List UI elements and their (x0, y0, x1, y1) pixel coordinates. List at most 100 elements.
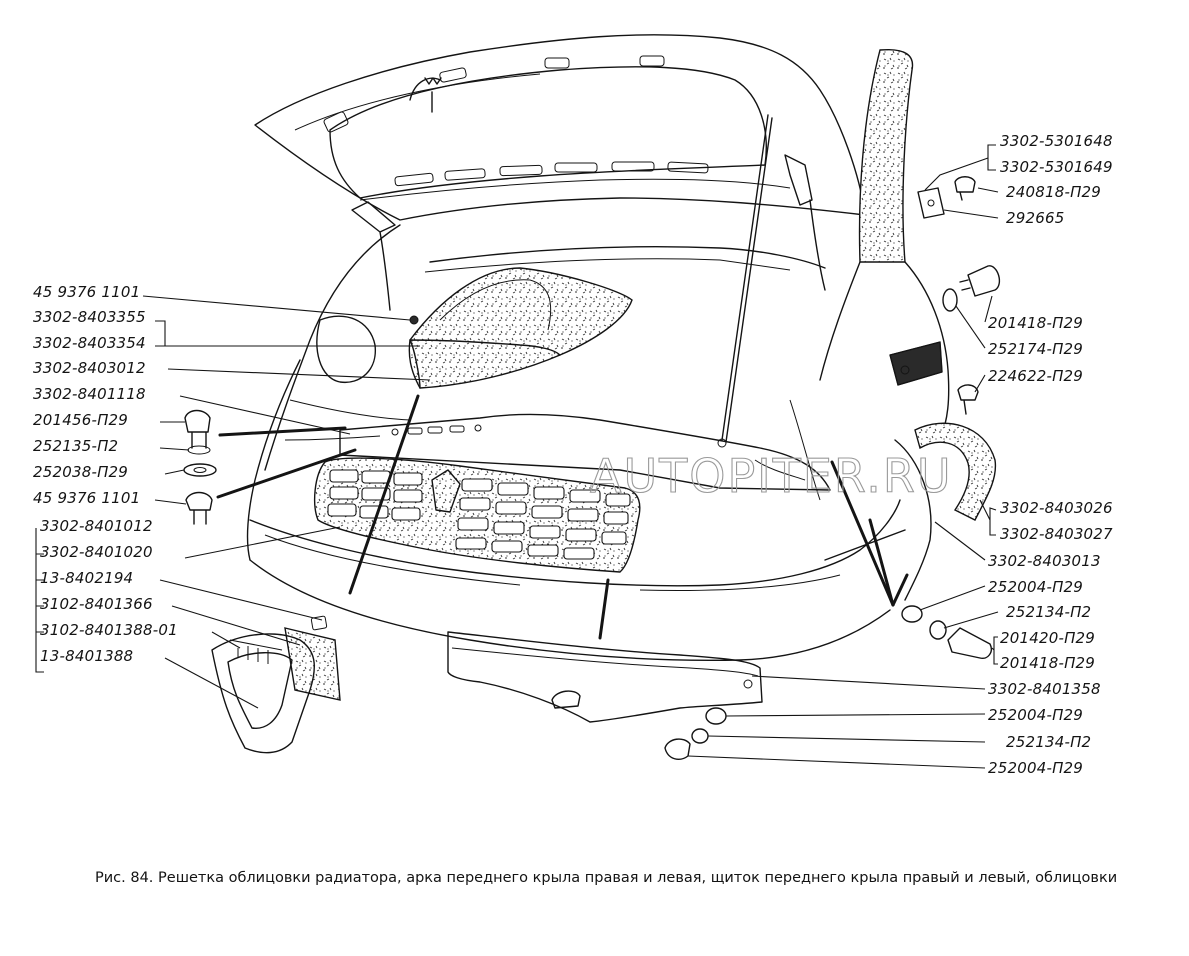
callout-right-11: 252134-П2 (1006, 603, 1091, 621)
air-duct-face (409, 339, 561, 389)
headlamp-housing-group (211, 615, 341, 754)
lower-front-panel (447, 631, 763, 723)
callout-right-6: 224622-П29 (988, 367, 1083, 385)
washer-252004-mid (705, 707, 727, 725)
hood-prop-rod (721, 114, 773, 443)
sidemember-right (754, 399, 821, 501)
callout-left-11: 13-8402194 (40, 569, 133, 587)
hood-hinge-right (784, 154, 826, 291)
left-inner-panel (284, 399, 411, 441)
callout-right-3: 292665 (1006, 209, 1064, 227)
callout-left-9: 3302-8401012 (40, 517, 153, 535)
callout-right-10: 252004-П29 (988, 578, 1083, 596)
lower-panel-clip (551, 690, 581, 709)
pointer-arrows (216, 394, 909, 640)
hood-outline (254, 34, 866, 221)
hood-latch-spring (409, 77, 442, 113)
callout-left-8: 45 9376 1101 (33, 489, 140, 507)
lower-panel-crease (451, 647, 759, 677)
callout-left-1: 3302-8403355 (33, 308, 146, 326)
washer-252135 (187, 445, 211, 455)
callout-right-7: 3302-8403026 (1000, 499, 1113, 517)
bolt-459376-upper (409, 315, 419, 325)
fender-bracket-outline (889, 341, 943, 386)
front-body-lower (249, 499, 901, 587)
callout-right-8: 3302-8403027 (1000, 525, 1113, 543)
clip-292665 (917, 187, 945, 219)
washer-252004-right (901, 605, 923, 623)
radiator-grille (313, 457, 641, 573)
prop-rod-foot (717, 438, 727, 448)
front-apron-curve (249, 559, 891, 662)
callout-right-14: 3302-8401358 (988, 680, 1101, 698)
lower-panel-outline (447, 631, 763, 723)
callouts-right: 3302-5301648 3302-5301649 240818-П29 292… (988, 132, 1113, 777)
right-body-side (819, 261, 950, 441)
callout-right-2: 240818-П29 (1006, 183, 1101, 201)
radiator-crossmember (339, 413, 831, 491)
left-headlamp-recess (316, 315, 376, 384)
callout-left-7: 252038-П29 (33, 463, 128, 481)
leader-lines (35, 144, 999, 769)
bolt-201420 (947, 627, 992, 659)
callout-left-0: 45 9376 1101 (33, 283, 140, 301)
callout-left-6: 252135-П2 (33, 437, 118, 455)
grille-emblem (431, 469, 461, 513)
callout-left-13: 3102-8401388-01 (40, 621, 178, 639)
bolt-252004-bottom (664, 738, 691, 760)
foam-seal-block (284, 627, 341, 701)
hood-slots (323, 55, 709, 187)
callout-left-4: 3302-8401118 (33, 385, 146, 403)
lower-panel-hole (743, 679, 753, 689)
callout-right-16: 252134-П2 (1006, 733, 1091, 751)
callout-left-14: 13-8401388 (40, 647, 133, 665)
screw-224622 (957, 384, 979, 415)
small-clip (310, 615, 328, 631)
headlamp-housing-inner (227, 652, 293, 729)
washer-252174 (942, 288, 958, 312)
headlamp-bracket (229, 639, 283, 664)
callout-left-5: 201456-П29 (33, 411, 128, 429)
grille-slots (327, 469, 631, 560)
vehicle-front-drawing (246, 34, 997, 662)
washer-252134-right (929, 620, 947, 640)
bolt-459376-lower (185, 491, 213, 525)
apron-crease (264, 534, 841, 591)
air-duct-shield (408, 267, 633, 389)
hood-rib-lower (359, 178, 791, 201)
right-wheel-arch (914, 422, 997, 521)
body-opening-left (264, 224, 401, 471)
screw-240818 (954, 176, 976, 201)
callout-right-4: 201418-П29 (988, 314, 1083, 332)
callout-right-1: 3302-5301649 (1000, 158, 1113, 176)
washer-252134-mid (691, 728, 709, 744)
headlamp-housing-outer (211, 633, 316, 754)
callout-right-13: 201418-П29 (1000, 654, 1095, 672)
callout-left-2: 3302-8403354 (33, 334, 146, 352)
air-duct-inner (439, 279, 552, 331)
callout-right-12: 201420-П29 (1000, 629, 1095, 647)
bolt-201418-upper (959, 265, 1001, 297)
crossmember-holes (391, 424, 482, 436)
callout-left-3: 3302-8403012 (33, 359, 146, 377)
callout-left-12: 3102-8401366 (40, 595, 153, 613)
callout-left-10: 3302-8401020 (40, 543, 153, 561)
callout-right-15: 252004-П29 (988, 706, 1083, 724)
left-fender (246, 359, 301, 561)
washer-252038 (183, 463, 217, 477)
figure-caption: Рис. 84. Решетка облицовки радиатора, ар… (95, 870, 1117, 886)
callout-right-17: 252004-П29 (988, 759, 1083, 777)
hood-hinge-left (351, 201, 396, 311)
a-pillar-seal (858, 48, 914, 263)
air-duct-body (408, 267, 633, 389)
bolt-201456 (184, 409, 211, 449)
watermark: AUTOPITER.RU (590, 449, 953, 503)
hood-rib-top (294, 73, 541, 131)
callouts-left: 45 9376 1101 3302-8403355 3302-8403354 3… (33, 283, 178, 665)
right-fender-shield (824, 439, 932, 601)
callout-right-0: 3302-5301648 (1000, 132, 1113, 150)
body-opening-rear (429, 246, 826, 269)
callout-right-9: 3302-8403013 (988, 552, 1101, 570)
